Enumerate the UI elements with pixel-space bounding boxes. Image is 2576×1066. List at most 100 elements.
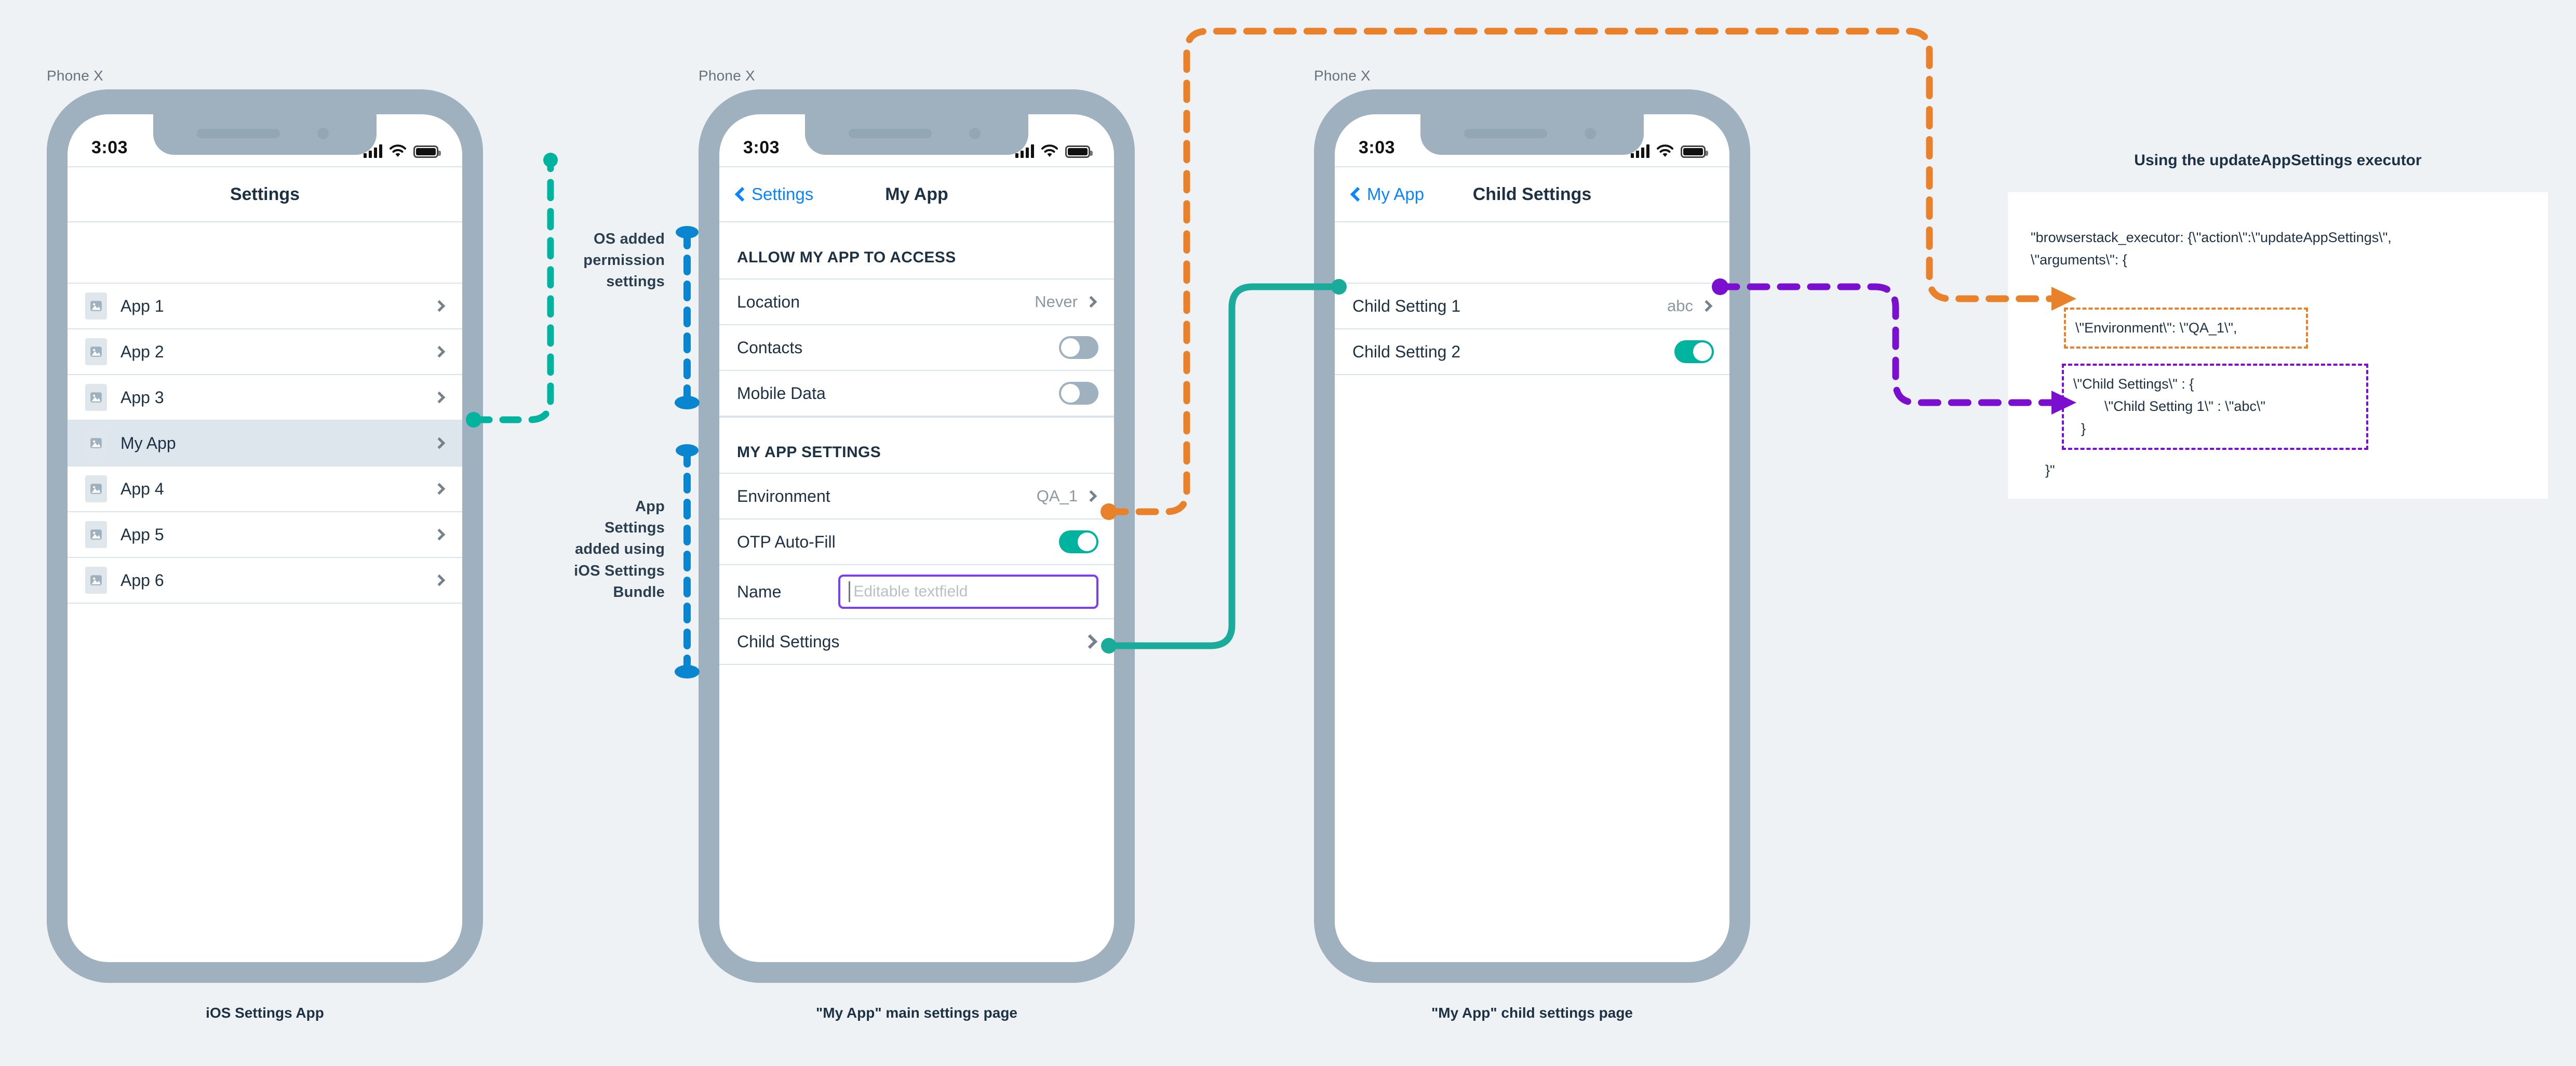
nav-bar: My App Child Settings [1335, 166, 1729, 222]
phone-ios-settings: Phone X 3:03 [47, 68, 483, 1021]
chevron-right-icon [1085, 296, 1097, 308]
image-placeholder-icon [85, 292, 107, 319]
battery-icon [1681, 145, 1708, 158]
row-label: App 4 [120, 479, 164, 498]
code-highlight-child-settings: \"Child Settings\" : { \"Child Setting 1… [2062, 364, 2368, 450]
settings-row-my-app[interactable]: My App [68, 421, 462, 467]
name-input[interactable]: Editable textfield [838, 575, 1098, 609]
row-contacts[interactable]: Contacts [719, 325, 1114, 371]
row-label: Contacts [737, 338, 803, 357]
page-title: My App [885, 184, 948, 204]
row-environment[interactable]: Environment QA_1 [719, 474, 1114, 519]
wifi-icon [1657, 144, 1673, 157]
page-title: Settings [230, 184, 300, 204]
status-icons [1631, 144, 1708, 158]
phone-caption: iOS Settings App [206, 1005, 324, 1021]
row-label: App 5 [120, 525, 164, 544]
code-line-2: \"arguments\": { [2031, 252, 2127, 268]
code-line-tail: }" [2045, 462, 2055, 478]
input-placeholder: Editable textfield [853, 583, 968, 600]
row-label: OTP Auto-Fill [737, 532, 836, 551]
chevron-right-icon [1085, 490, 1097, 502]
status-time: 3:03 [743, 138, 780, 157]
battery-icon [1065, 145, 1093, 158]
code-line-child-settings-open: \"Child Settings\" : { [2073, 376, 2194, 392]
back-button[interactable]: Settings [734, 184, 814, 204]
blue-bracket-permissions [675, 226, 700, 409]
row-label: Name [737, 582, 782, 601]
teal-solid-connector-child-settings [1101, 279, 1347, 654]
row-child-settings[interactable]: Child Settings [719, 619, 1114, 665]
notch [153, 114, 377, 155]
section-gap [1335, 222, 1729, 284]
toggle-switch-mobile-data[interactable] [1059, 382, 1098, 405]
phone-my-app-settings: Phone X 3:03 [699, 68, 1135, 1021]
phone-screen: 3:03 Settings [719, 114, 1114, 962]
status-bar: 3:03 [719, 114, 1114, 166]
status-bar: 3:03 [1335, 114, 1729, 166]
row-value: Never [1035, 292, 1078, 311]
toggle-switch-otp-auto-fill[interactable] [1059, 530, 1098, 553]
phone-screen: 3:03 Settings [68, 114, 462, 962]
battery-icon [413, 145, 441, 158]
row-otp-auto-fill[interactable]: OTP Auto-Fill [719, 519, 1114, 565]
status-icons [364, 144, 441, 158]
code-line-child-settings-close: } [2073, 421, 2086, 437]
camera-icon [317, 128, 329, 139]
image-placeholder-icon [85, 521, 107, 548]
chevron-right-icon [433, 483, 446, 495]
toggle-switch-child-setting-2[interactable] [1674, 340, 1714, 363]
settings-row-app-3[interactable]: App 3 [68, 375, 462, 421]
status-icons [1015, 144, 1093, 158]
row-value: abc [1667, 297, 1693, 315]
status-bar: 3:03 [68, 114, 462, 166]
section-header-allow-access: ALLOW MY APP TO ACCESS [719, 222, 1114, 279]
nav-bar: Settings My App [719, 166, 1114, 222]
annotation-os-permissions: OS added permission settings [583, 231, 665, 290]
chevron-right-icon [433, 345, 446, 358]
camera-icon [969, 128, 981, 139]
row-child-setting-2[interactable]: Child Setting 2 [1335, 329, 1729, 375]
cellular-bars-icon [1015, 144, 1034, 158]
settings-row-app-5[interactable]: App 5 [68, 512, 462, 558]
image-placeholder-icon [85, 430, 107, 457]
wifi-icon [1041, 144, 1058, 157]
row-label: App 1 [120, 296, 164, 315]
device-label: Phone X [699, 68, 755, 84]
image-placeholder-icon [85, 567, 107, 594]
row-label: Child Settings [737, 632, 840, 651]
phone-caption: "My App" child settings page [1431, 1005, 1633, 1021]
row-label: App 6 [120, 570, 164, 590]
image-placeholder-icon [85, 384, 107, 411]
cellular-bars-icon [1631, 144, 1649, 158]
back-button[interactable]: My App [1350, 184, 1424, 204]
row-location[interactable]: Location Never [719, 279, 1114, 325]
code-line-environment: \"Environment\": \"QA_1\", [2075, 320, 2237, 336]
row-label: App 3 [120, 388, 164, 407]
code-line-1: "browserstack_executor: {\"action\":\"up… [2031, 230, 2392, 245]
code-panel-title: Using the updateAppSettings executor [2134, 152, 2422, 169]
row-label: Location [737, 292, 800, 311]
settings-row-app-6[interactable]: App 6 [68, 558, 462, 604]
toggle-switch-contacts[interactable] [1059, 336, 1098, 359]
device-label: Phone X [47, 68, 103, 84]
image-placeholder-icon [85, 475, 107, 502]
settings-row-app-1[interactable]: App 1 [68, 284, 462, 329]
row-mobile-data[interactable]: Mobile Data [719, 371, 1114, 417]
row-name[interactable]: Name Editable textfield [719, 565, 1114, 619]
settings-row-app-2[interactable]: App 2 [68, 329, 462, 375]
code-panel: "browserstack_executor: {\"action\":\"up… [2008, 192, 2548, 499]
status-time: 3:03 [91, 138, 128, 157]
device-label: Phone X [1314, 68, 1371, 84]
row-child-setting-1[interactable]: Child Setting 1 abc [1335, 284, 1729, 329]
speaker-icon [849, 129, 932, 138]
code-highlight-environment: \"Environment\": \"QA_1\", [2064, 308, 2308, 349]
back-label: Settings [752, 184, 814, 204]
settings-row-app-4[interactable]: App 4 [68, 467, 462, 512]
chevron-right-icon [1082, 634, 1098, 649]
wifi-icon [390, 144, 406, 157]
notch [805, 114, 1028, 155]
chevron-right-icon [433, 574, 446, 587]
code-line-child-setting-1: \"Child Setting 1\" : \"abc\" [2073, 398, 2265, 415]
